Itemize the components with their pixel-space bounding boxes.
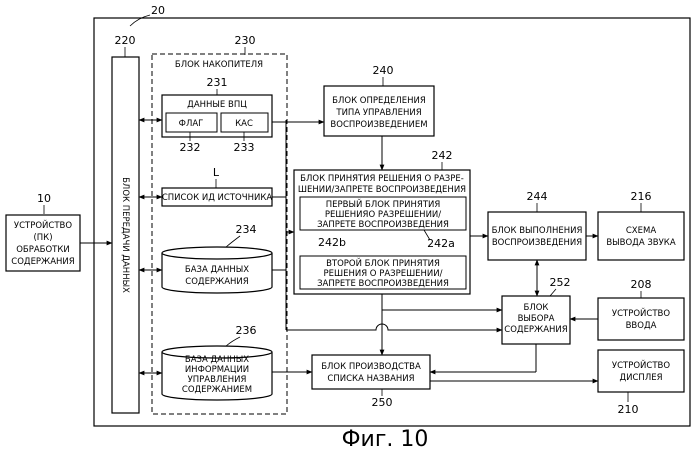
svg-text:БЛОК ПРОИЗВОДСТВА: БЛОК ПРОИЗВОДСТВА	[321, 362, 421, 372]
svg-text:СПИСКА НАЗВАНИЯ: СПИСКА НАЗВАНИЯ	[327, 374, 414, 384]
svg-text:ФЛАГ: ФЛАГ	[179, 119, 204, 129]
ref-20: 20	[151, 4, 165, 17]
svg-text:ЗАПРЕТЕ ВОСПРОИЗВЕДЕНИЯ: ЗАПРЕТЕ ВОСПРОИЗВЕДЕНИЯ	[317, 279, 449, 289]
sound-output-circuit: СХЕМА ВЫВОДА ЗВУКА	[598, 212, 684, 260]
ref-236: 236	[236, 324, 257, 337]
ref-242a: 242a	[427, 237, 455, 250]
ref-231: 231	[207, 76, 228, 89]
ref-252: 252	[550, 276, 571, 289]
content-device-box: УСТРОЙСТВО (ПК) ОБРАБОТКИ СОДЕРЖАНИЯ	[6, 215, 80, 271]
playback-execution-block: БЛОК ВЫПОЛНЕНИЯ ВОСПРОИЗВЕДЕНИЯ	[488, 212, 586, 260]
svg-text:ВТОРОЙ БЛОК ПРИНЯТИЯ: ВТОРОЙ БЛОК ПРИНЯТИЯ	[326, 257, 440, 269]
svg-text:БЛОК ОПРЕДЕЛЕНИЯ: БЛОК ОПРЕДЕЛЕНИЯ	[332, 96, 426, 106]
svg-text:ТИПА УПРАВЛЕНИЯ: ТИПА УПРАВЛЕНИЯ	[335, 108, 421, 118]
svg-text:БЛОК ПРИНЯТИЯ РЕШЕНИЯ О РАЗРЕ-: БЛОК ПРИНЯТИЯ РЕШЕНИЯ О РАЗРЕ-	[300, 174, 464, 184]
vpc-data-block: ДАННЫЕ ВПЦ ФЛАГ КАС	[162, 95, 272, 137]
content-info-database: БАЗА ДАННЫХ ИНФОРМАЦИИ УПРАВЛЕНИЯ СОДЕРЖ…	[162, 346, 272, 400]
svg-text:СОДЕРЖАНИЕМ: СОДЕРЖАНИЕМ	[182, 385, 252, 395]
svg-text:УСТРОЙСТВО: УСТРОЙСТВО	[612, 307, 670, 319]
ref-244: 244	[527, 190, 548, 203]
input-device: УСТРОЙСТВО ВВОДА	[598, 298, 684, 340]
svg-text:ВОСПРОИЗВЕДЕНИЕМ: ВОСПРОИЗВЕДЕНИЕМ	[330, 120, 427, 130]
ref-234: 234	[236, 223, 257, 236]
svg-text:СОДЕРЖАНИЯ: СОДЕРЖАНИЯ	[185, 277, 248, 287]
svg-text:БЛОК: БЛОК	[524, 303, 549, 313]
svg-text:КАС: КАС	[235, 119, 253, 129]
storage-title: БЛОК НАКОПИТЕЛЯ	[175, 60, 263, 70]
svg-text:УСТРОЙСТВО: УСТРОЙСТВО	[14, 219, 72, 231]
svg-text:УСТРОЙСТВО: УСТРОЙСТВО	[612, 359, 670, 371]
svg-text:РЕШЕНИЯО РАЗРЕШЕНИИ/: РЕШЕНИЯО РАЗРЕШЕНИИ/	[325, 210, 441, 220]
ref-210: 210	[618, 403, 639, 416]
display-device: УСТРОЙСТВО ДИСПЛЕЯ	[598, 350, 684, 392]
ref-242: 242	[432, 149, 453, 162]
title-list-block: БЛОК ПРОИЗВОДСТВА СПИСКА НАЗВАНИЯ	[312, 355, 430, 389]
svg-text:БЛОК ВЫПОЛНЕНИЯ: БЛОК ВЫПОЛНЕНИЯ	[492, 226, 583, 236]
ref-250: 250	[372, 396, 393, 409]
svg-text:ШЕНИИ/ЗАПРЕТЕ ВОСПРОИЗВЕДЕНИЯ: ШЕНИИ/ЗАПРЕТЕ ВОСПРОИЗВЕДЕНИЯ	[298, 185, 466, 195]
svg-text:ДИСПЛЕЯ: ДИСПЛЕЯ	[620, 373, 663, 383]
ref-208: 208	[631, 278, 652, 291]
svg-text:БАЗА ДАННЫХ: БАЗА ДАННЫХ	[185, 355, 249, 365]
figure-caption: Фиг. 10	[342, 427, 429, 452]
ref-216: 216	[631, 190, 652, 203]
control-type-block: БЛОК ОПРЕДЕЛЕНИЯ ТИПА УПРАВЛЕНИЯ ВОСПРОИ…	[324, 86, 434, 136]
svg-text:РЕШЕНИЯ О РАЗРЕШЕНИИ/: РЕШЕНИЯ О РАЗРЕШЕНИИ/	[323, 269, 442, 279]
svg-text:БЛОК ПЕРЕДАЧИ ДАННЫХ: БЛОК ПЕРЕДАЧИ ДАННЫХ	[120, 177, 130, 293]
content-database: БАЗА ДАННЫХ СОДЕРЖАНИЯ	[162, 247, 272, 293]
content-selection-block: БЛОК ВЫБОРА СОДЕРЖАНИЯ	[502, 296, 570, 344]
svg-text:УПРАВЛЕНИЯ: УПРАВЛЕНИЯ	[188, 375, 247, 385]
svg-text:(ПК): (ПК)	[33, 233, 52, 243]
ref-240: 240	[373, 64, 394, 77]
ref-230: 230	[235, 34, 256, 47]
svg-text:ОБРАБОТКИ: ОБРАБОТКИ	[16, 245, 70, 255]
playback-decision-block: БЛОК ПРИНЯТИЯ РЕШЕНИЯ О РАЗРЕ- ШЕНИИ/ЗАП…	[294, 170, 470, 294]
svg-text:ЗАПРЕТЕ ВОСПРОИЗВЕДЕНИЯ: ЗАПРЕТЕ ВОСПРОИЗВЕДЕНИЯ	[317, 220, 449, 230]
ref-233: 233	[234, 141, 255, 154]
svg-text:СОДЕРЖАНИЯ: СОДЕРЖАНИЯ	[11, 257, 74, 267]
svg-text:ИНФОРМАЦИИ: ИНФОРМАЦИИ	[185, 365, 249, 375]
svg-text:ПЕРВЫЙ БЛОК ПРИНЯТИЯ: ПЕРВЫЙ БЛОК ПРИНЯТИЯ	[326, 198, 441, 210]
ref-242b: 242b	[318, 236, 346, 249]
svg-text:ВЫБОРА: ВЫБОРА	[518, 314, 555, 324]
ref-232: 232	[180, 141, 201, 154]
ref-10: 10	[37, 192, 51, 205]
svg-text:БАЗА ДАННЫХ: БАЗА ДАННЫХ	[185, 265, 249, 275]
ref-220: 220	[115, 34, 136, 47]
data-transfer-block: БЛОК ПЕРЕДАЧИ ДАННЫХ	[112, 57, 139, 413]
ref-L: L	[213, 166, 220, 179]
svg-text:ВВОДА: ВВОДА	[626, 321, 657, 331]
svg-text:ВЫВОДА ЗВУКА: ВЫВОДА ЗВУКА	[606, 238, 676, 248]
svg-text:СОДЕРЖАНИЯ: СОДЕРЖАНИЯ	[504, 325, 567, 335]
svg-text:ДАННЫЕ ВПЦ: ДАННЫЕ ВПЦ	[187, 100, 247, 110]
svg-text:ВОСПРОИЗВЕДЕНИЯ: ВОСПРОИЗВЕДЕНИЯ	[492, 238, 582, 248]
source-id-list: СПИСОК ИД ИСТОЧНИКА	[162, 188, 273, 206]
svg-text:СПИСОК ИД ИСТОЧНИКА: СПИСОК ИД ИСТОЧНИКА	[162, 193, 273, 203]
svg-text:СХЕМА: СХЕМА	[626, 226, 656, 236]
